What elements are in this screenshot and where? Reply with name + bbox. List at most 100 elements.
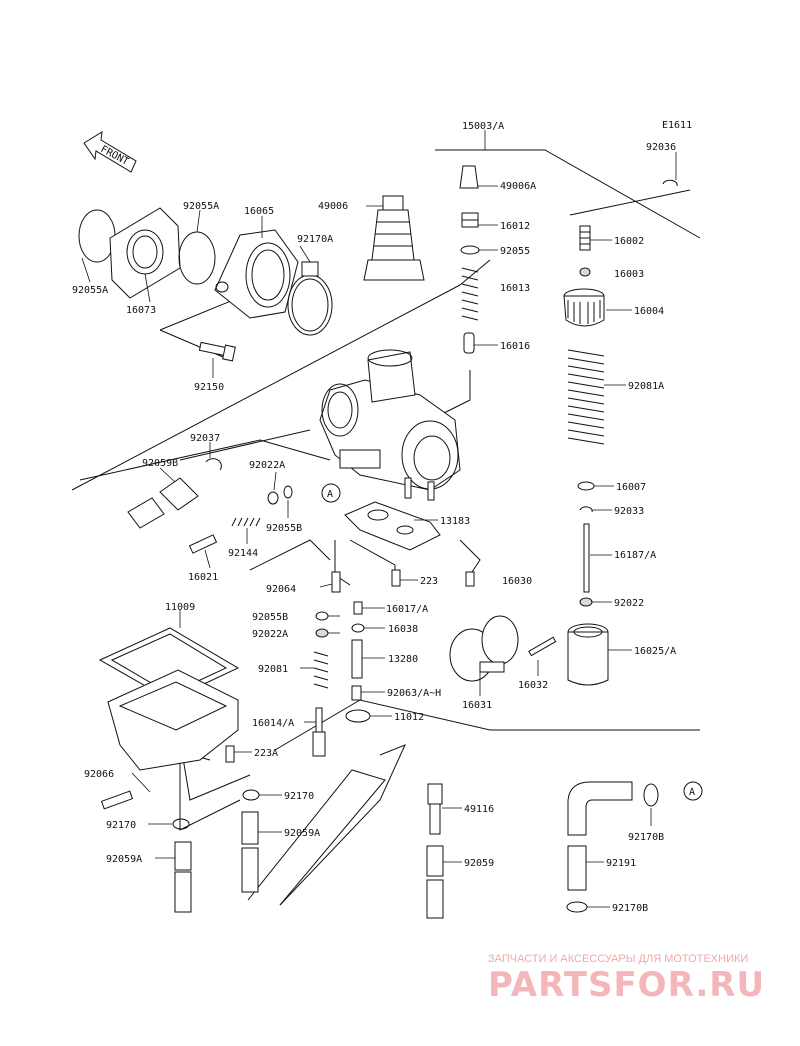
oring-92055a-right <box>178 231 216 285</box>
clip-92170b-top <box>643 783 659 807</box>
float-16031 <box>449 615 519 682</box>
screw-16021 <box>188 534 218 554</box>
tube-92059 <box>426 845 444 919</box>
front-arrow-icon: FRONT <box>83 131 137 173</box>
label-16004: 16004 <box>634 306 664 317</box>
part-16030 <box>465 571 475 587</box>
label-15003a: 15003/A <box>462 121 504 132</box>
jet-16017a <box>353 601 363 615</box>
label-16030: 16030 <box>502 576 532 587</box>
clip-92170b-bottom <box>566 901 588 913</box>
spring-16013 <box>461 267 479 321</box>
label-16003: 16003 <box>614 269 644 280</box>
main-jet-92063 <box>351 685 362 701</box>
label-13280: 13280 <box>388 654 418 665</box>
label-92170b-top: 92170B <box>628 832 664 843</box>
label-49006: 49006 <box>318 201 348 212</box>
label-11009: 11009 <box>165 602 195 613</box>
label-92170-left: 92170 <box>106 820 136 831</box>
label-49116: 49116 <box>464 804 494 815</box>
label-92022a-top: 92022A <box>249 460 285 471</box>
nut-16003 <box>579 267 591 277</box>
label-92055a-left: 92055A <box>72 285 108 296</box>
clip-92170-left <box>172 818 190 830</box>
label-92066: 92066 <box>84 769 114 780</box>
part-labels: 15003/A 92036 92055A 16065 49006 49006A … <box>72 121 676 914</box>
label-223: 223 <box>420 576 438 587</box>
flange-gasket-16073 <box>109 207 181 299</box>
pin-16032 <box>528 636 557 657</box>
label-92081: 92081 <box>258 664 288 675</box>
baffle-11012 <box>345 709 371 723</box>
callout-a-marker: A <box>321 483 341 503</box>
clip-92036 <box>662 179 678 187</box>
label-92055b: 92055B <box>266 523 302 534</box>
clip-92033 <box>579 506 593 513</box>
label-92059b: 92059B <box>142 458 178 469</box>
label-92059: 92059 <box>464 858 494 869</box>
carb-holder-16065 <box>214 229 299 319</box>
screw-223a <box>225 745 235 763</box>
label-92064: 92064 <box>266 584 296 595</box>
tube-92059a-mid <box>241 811 259 893</box>
callout-a-text: A <box>327 489 333 500</box>
top-cap-16004 <box>563 288 605 327</box>
label-16032: 16032 <box>518 680 548 691</box>
label-92170-mid: 92170 <box>284 791 314 802</box>
throttle-boot-49006 <box>363 195 425 281</box>
label-16016: 16016 <box>500 341 530 352</box>
label-92036: 92036 <box>646 142 676 153</box>
label-16021: 16021 <box>188 572 218 583</box>
hose-92191 <box>567 781 633 891</box>
label-16007: 16007 <box>616 482 646 493</box>
oring-92055 <box>460 245 480 255</box>
screw-16002 <box>579 225 591 251</box>
label-16187a: 16187/A <box>614 550 656 561</box>
clip-92037 <box>205 458 222 471</box>
label-92081a: 92081A <box>628 381 664 392</box>
label-11012: 11012 <box>394 712 424 723</box>
watermark-brand: PARTSFOR.RU <box>488 965 765 1005</box>
label-16025a: 16025/A <box>634 646 676 657</box>
label-16031: 16031 <box>462 700 492 711</box>
label-16038: 16038 <box>388 624 418 635</box>
spring-92081a <box>567 349 605 445</box>
clip-92170-mid <box>242 789 260 801</box>
oring-16038 <box>351 623 365 633</box>
label-92033: 92033 <box>614 506 644 517</box>
carburetor-body <box>319 349 461 501</box>
label-16014a: 16014/A <box>252 718 294 729</box>
watermark-tagline: ЗАПЧАСТИ И АКСЕССУАРЫ ДЛЯ МОТОТЕХНИКИ <box>488 953 748 965</box>
label-92144: 92144 <box>228 548 258 559</box>
label-92170b-bottom: 92170B <box>612 903 648 914</box>
spring-92081 <box>313 651 329 689</box>
air-screw-92064 <box>331 571 341 593</box>
throttle-valve-16025a <box>567 623 609 686</box>
label-92055b-mid: 92055B <box>252 612 288 623</box>
label-49006a: 49006A <box>500 181 536 192</box>
oring-92055a-left <box>78 209 116 263</box>
washer-16007 <box>577 481 595 491</box>
drain-screw-92066 <box>100 790 134 810</box>
label-92063ah: 92063/A~H <box>387 688 441 699</box>
label-92022a-mid: 92022A <box>252 629 288 640</box>
washer-92022a-mid <box>315 628 329 638</box>
oring-92055b-mid <box>315 611 329 621</box>
float-valve-16014a <box>312 707 326 757</box>
label-92059a-left: 92059A <box>106 854 142 865</box>
fitting-49116 <box>427 783 443 835</box>
leader-lines <box>81 130 677 908</box>
label-92059a-mid: 92059A <box>284 828 320 839</box>
label-16012: 16012 <box>500 221 530 232</box>
label-13183: 13183 <box>440 516 470 527</box>
float-chamber <box>107 669 239 771</box>
label-92055a-top: 92055A <box>183 201 219 212</box>
label-16017a: 16017/A <box>386 604 428 615</box>
label-92055: 92055 <box>500 246 530 257</box>
label-92170a: 92170A <box>297 234 333 245</box>
nut-16012 <box>461 212 479 228</box>
label-16002: 16002 <box>614 236 644 247</box>
plunger-16016 <box>463 332 475 354</box>
washer-92022a-top <box>267 491 279 505</box>
